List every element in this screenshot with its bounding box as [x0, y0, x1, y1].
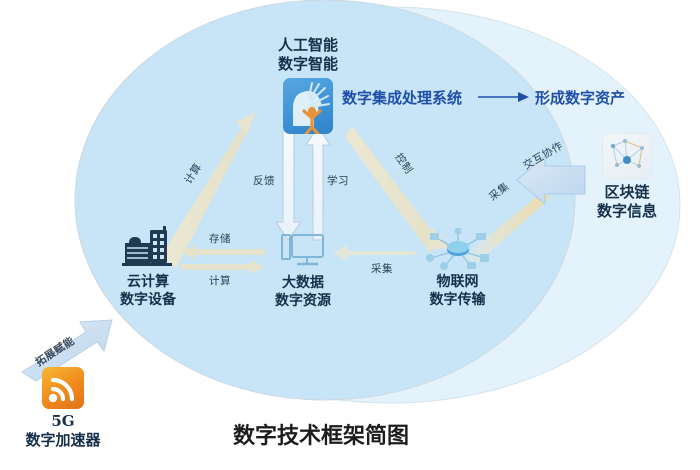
node-iot[interactable]: 物联网 数字传输	[400, 227, 515, 309]
connector-blockchain-interaction	[516, 154, 586, 206]
node-iot-label-line2: 数字传输	[429, 291, 486, 308]
main-domain-ellipse	[74, 0, 576, 401]
digital-integration-system-label: 数字集成处理系统	[342, 89, 463, 107]
connector-iot-to-bigdata-collect	[333, 245, 415, 261]
connector-ai-to-bigdata-feedback	[274, 130, 303, 241]
node-cloud[interactable]: 云计算 数字设备	[93, 226, 203, 309]
node-iot-label-line1: 物联网	[436, 274, 479, 290]
node-blockchain[interactable]: 区块链 数字信息	[572, 133, 682, 221]
connector-bigdata-to-ai-learning	[304, 126, 332, 241]
cloud-building-icon	[93, 226, 203, 270]
connector-bigdata-to-cloud-storage	[181, 245, 265, 259]
digital-asset-outcome-label: 形成数字资产	[535, 89, 626, 107]
node-ai[interactable]: 人工智能 数字智能	[243, 36, 373, 134]
iot-network-icon	[400, 227, 515, 272]
node-fiveg-label-line1: 5G	[51, 412, 75, 430]
node-cloud-label-line2: 数字设备	[120, 291, 176, 308]
node-ai-label-line2: 数字智能	[277, 54, 338, 73]
blockchain-graph-icon	[602, 133, 652, 179]
diagram-title: 数字技术框架简图	[233, 424, 410, 449]
connector-label-compute: 计算	[209, 275, 231, 287]
node-fiveg[interactable]: 5G 数字加速器	[8, 367, 118, 450]
connector-cloud-to-bigdata-compute	[181, 260, 265, 274]
connector-label-feedback: 反馈	[253, 175, 275, 187]
ai-brain-icon	[283, 77, 333, 134]
node-fiveg-label-line2: 数字加速器	[25, 430, 101, 449]
node-ai-label-line1: 人工智能	[277, 36, 338, 54]
node-blockchain-label-line2: 数字信息	[596, 201, 657, 220]
wifi-signal-icon	[42, 367, 84, 409]
desktop-monitor-icon	[248, 232, 358, 272]
connector-cloud-to-ai	[160, 112, 256, 268]
node-cloud-label-line1: 云计算	[127, 274, 169, 290]
connector-label-learning: 学习	[327, 175, 349, 187]
connector-label-storage: 存储	[209, 233, 231, 245]
node-bigdata-label-line2: 数字资源	[275, 292, 331, 309]
connector-label-iot-to-bigdata-collect: 采集	[371, 263, 393, 275]
node-bigdata-label-line1: 大数据	[282, 275, 324, 291]
node-blockchain-label-line1: 区块链	[604, 183, 650, 201]
node-bigdata[interactable]: 大数据 数字资源	[248, 232, 358, 310]
